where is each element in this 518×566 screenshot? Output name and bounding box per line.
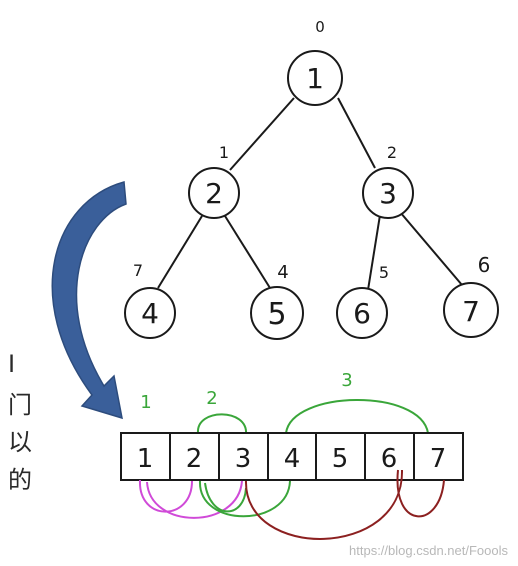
tree-node-leaf-2: 5 4: [250, 262, 304, 340]
tree-node-right: 3 2: [362, 143, 414, 219]
node-index: 2: [387, 143, 397, 162]
edge-1-3: [157, 215, 203, 289]
arc-above-2: [196, 413, 248, 435]
array-cell: 3: [235, 444, 252, 474]
arc-below-green-1: [198, 480, 291, 518]
array-cell: 2: [186, 444, 203, 474]
node-index: 7: [133, 261, 143, 280]
curved-arrow-icon: [51, 181, 127, 420]
arc-below-brown-1: [244, 469, 404, 540]
tree-node-root: 1 0: [287, 18, 343, 106]
arcs-below: [138, 469, 445, 540]
node-value: 1: [306, 62, 324, 95]
group-labels: 1 2 3: [140, 370, 352, 413]
array-cell: 7: [430, 444, 447, 474]
group-label-1: 1: [140, 392, 151, 413]
array-cell: 6: [381, 444, 398, 474]
side-text-1: I: [8, 350, 16, 378]
node-value: 5: [267, 297, 286, 332]
node-value: 2: [205, 177, 223, 210]
group-label-2: 2: [206, 388, 217, 409]
arcs-above: [196, 399, 429, 435]
tree-node-left: 2 1: [188, 143, 240, 219]
node-value: 6: [353, 297, 371, 330]
edge-0-1: [229, 97, 295, 171]
tree-edges: [157, 97, 463, 291]
group-label-3: 3: [341, 370, 352, 391]
edge-2-5: [367, 214, 381, 291]
tree-node-leaf-3: 6 5: [336, 263, 389, 339]
side-text-2: 门: [8, 391, 32, 419]
arc-below-pink-2: [146, 480, 243, 519]
watermark: https://blog.csdn.net/Foools: [349, 543, 508, 558]
edge-2-6: [399, 211, 463, 286]
node-index: 6: [478, 253, 491, 277]
array-cell: 5: [332, 444, 349, 474]
node-index: 1: [219, 143, 229, 162]
edge-0-2: [337, 97, 376, 169]
tree-node-leaf-4: 7 6: [443, 253, 499, 338]
node-index: 5: [379, 263, 389, 282]
array-cell: 4: [284, 444, 301, 474]
array-frame: [120, 432, 464, 481]
arc-below-brown-2: [396, 469, 445, 518]
node-value: 7: [462, 295, 480, 328]
edge-1-4: [224, 215, 271, 289]
arc-above-3: [285, 399, 429, 434]
array: 1 2 3 4 5 6 7: [120, 432, 464, 481]
tree-node-leaf-1: 4 7: [124, 261, 176, 339]
arc-below-green-2: [204, 482, 247, 513]
array-cell: 1: [137, 444, 154, 474]
node-value: 3: [379, 177, 397, 210]
side-text-4: 的: [8, 466, 32, 494]
side-text-3: 以: [8, 428, 32, 456]
node-value: 4: [141, 297, 159, 330]
node-index: 0: [315, 18, 325, 36]
node-index: 4: [277, 262, 288, 283]
